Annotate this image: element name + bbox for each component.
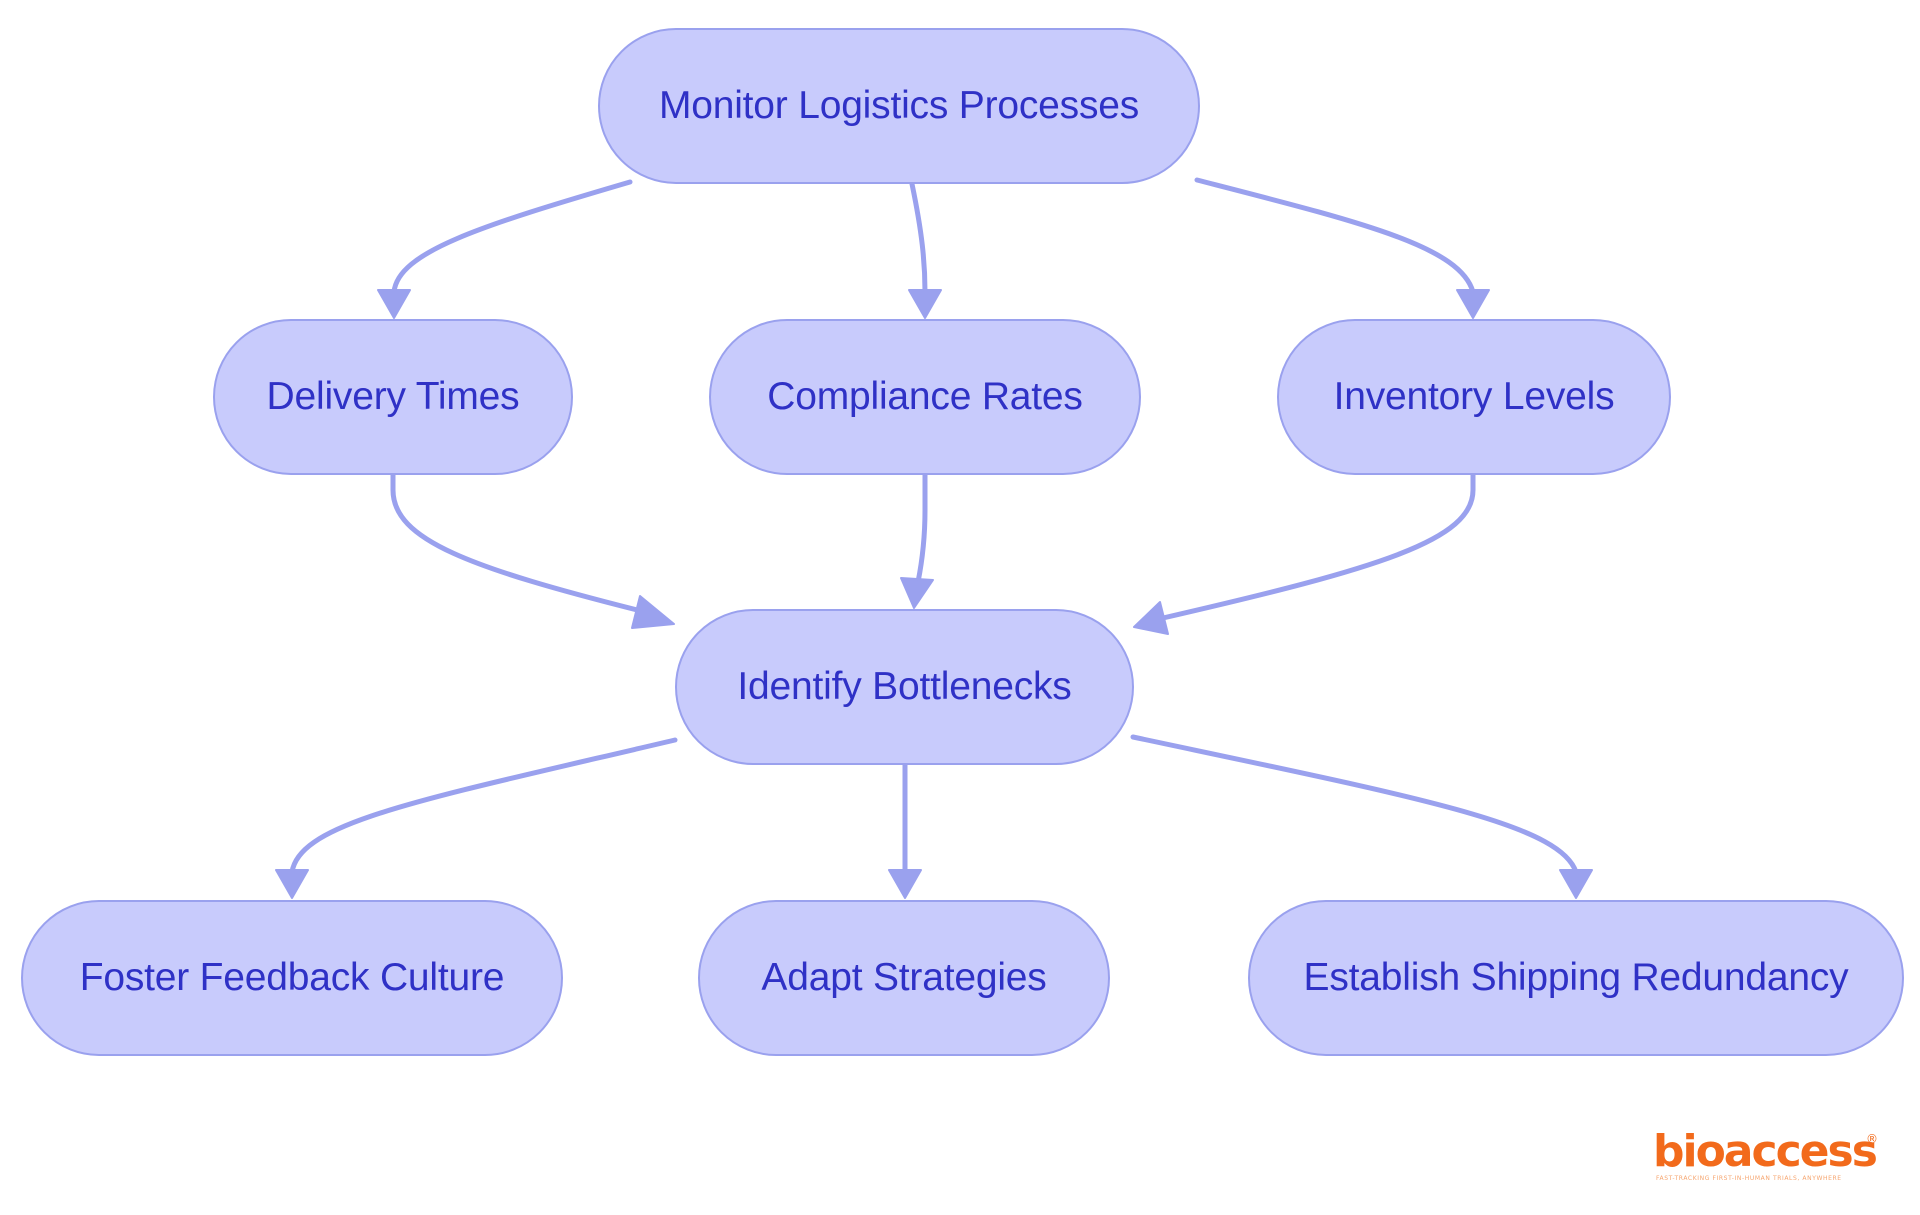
- node-identify-bottlenecks[interactable]: Identify Bottlenecks: [675, 609, 1134, 765]
- edge-monitor-inventory: [1194, 177, 1476, 295]
- logo-wordmark: bioaccess: [1653, 1126, 1878, 1177]
- node-establish-shipping-redundancy[interactable]: Establish Shipping Redundancy: [1248, 900, 1904, 1056]
- edge-delivery-identify: [390, 472, 648, 615]
- arrowhead-adapt: [888, 869, 922, 899]
- bioaccess-logo: bioaccess ® FAST-TRACKING FIRST-IN-HUMAN…: [1653, 1126, 1878, 1184]
- logo-tagline: FAST-TRACKING FIRST-IN-HUMAN TRIALS, ANY…: [1656, 1175, 1842, 1182]
- node-monitor-logistics-processes[interactable]: Monitor Logistics Processes: [598, 28, 1200, 184]
- arrowhead-establish: [1559, 869, 1593, 899]
- edge-compliance-identify: [915, 472, 928, 585]
- arrowhead-foster: [275, 869, 309, 899]
- arrowhead-delivery: [377, 289, 411, 319]
- edge-identify-establish: [1130, 734, 1579, 875]
- edge-monitor-delivery: [391, 179, 633, 295]
- node-compliance-rates[interactable]: Compliance Rates: [709, 319, 1141, 475]
- arrowhead-compliance: [908, 289, 942, 319]
- node-delivery-times[interactable]: Delivery Times: [213, 319, 573, 475]
- edge-identify-foster: [289, 737, 678, 875]
- edge-monitor-compliance: [909, 181, 928, 295]
- node-inventory-levels[interactable]: Inventory Levels: [1277, 319, 1671, 475]
- node-adapt-strategies[interactable]: Adapt Strategies: [698, 900, 1110, 1056]
- arrowhead-inventory: [1456, 289, 1490, 319]
- arrowhead-identify-right: [1133, 601, 1169, 635]
- logo-registered-mark: ®: [1866, 1132, 1878, 1146]
- edge-inventory-identify: [1160, 472, 1476, 621]
- node-foster-feedback-culture[interactable]: Foster Feedback Culture: [21, 900, 563, 1056]
- arrowhead-identify-left: [631, 595, 675, 629]
- arrowhead-identify-center: [900, 577, 934, 609]
